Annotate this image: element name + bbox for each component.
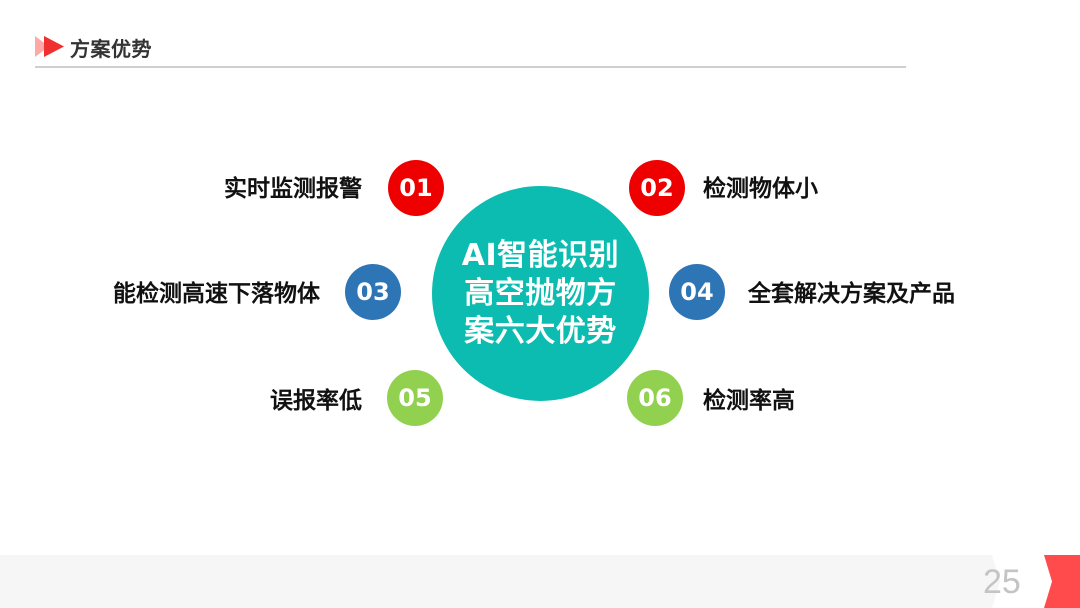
footer-band xyxy=(0,555,1000,608)
badge-05: 05 xyxy=(387,370,443,426)
advantage-label-03: 能检测高速下落物体 xyxy=(113,281,320,307)
section-title: 方案优势 xyxy=(70,37,152,61)
center-title-line-2: 高空抛物方 xyxy=(464,275,617,311)
advantage-label-01: 实时监测报警 xyxy=(224,176,362,202)
badge-03: 03 xyxy=(345,264,401,320)
header-divider xyxy=(35,66,906,68)
badge-04: 04 xyxy=(669,264,725,320)
advantage-label-06: 检测率高 xyxy=(703,388,795,414)
advantage-label-05: 误报率低 xyxy=(270,388,362,414)
advantage-label-02: 检测物体小 xyxy=(703,176,818,202)
center-title-line-1: AI智能识别 xyxy=(461,237,620,273)
badge-06: 06 xyxy=(627,370,683,426)
advantage-label-04: 全套解决方案及产品 xyxy=(748,281,955,307)
center-circle: AI智能识别 高空抛物方 案六大优势 xyxy=(432,186,649,401)
page-number: 25 xyxy=(983,563,1021,601)
center-title-line-3: 案六大优势 xyxy=(464,313,617,349)
badge-02: 02 xyxy=(629,160,685,216)
badge-01: 01 xyxy=(388,160,444,216)
double-play-arrow-icon xyxy=(35,36,64,57)
footer-accent-chevron xyxy=(1044,555,1080,608)
